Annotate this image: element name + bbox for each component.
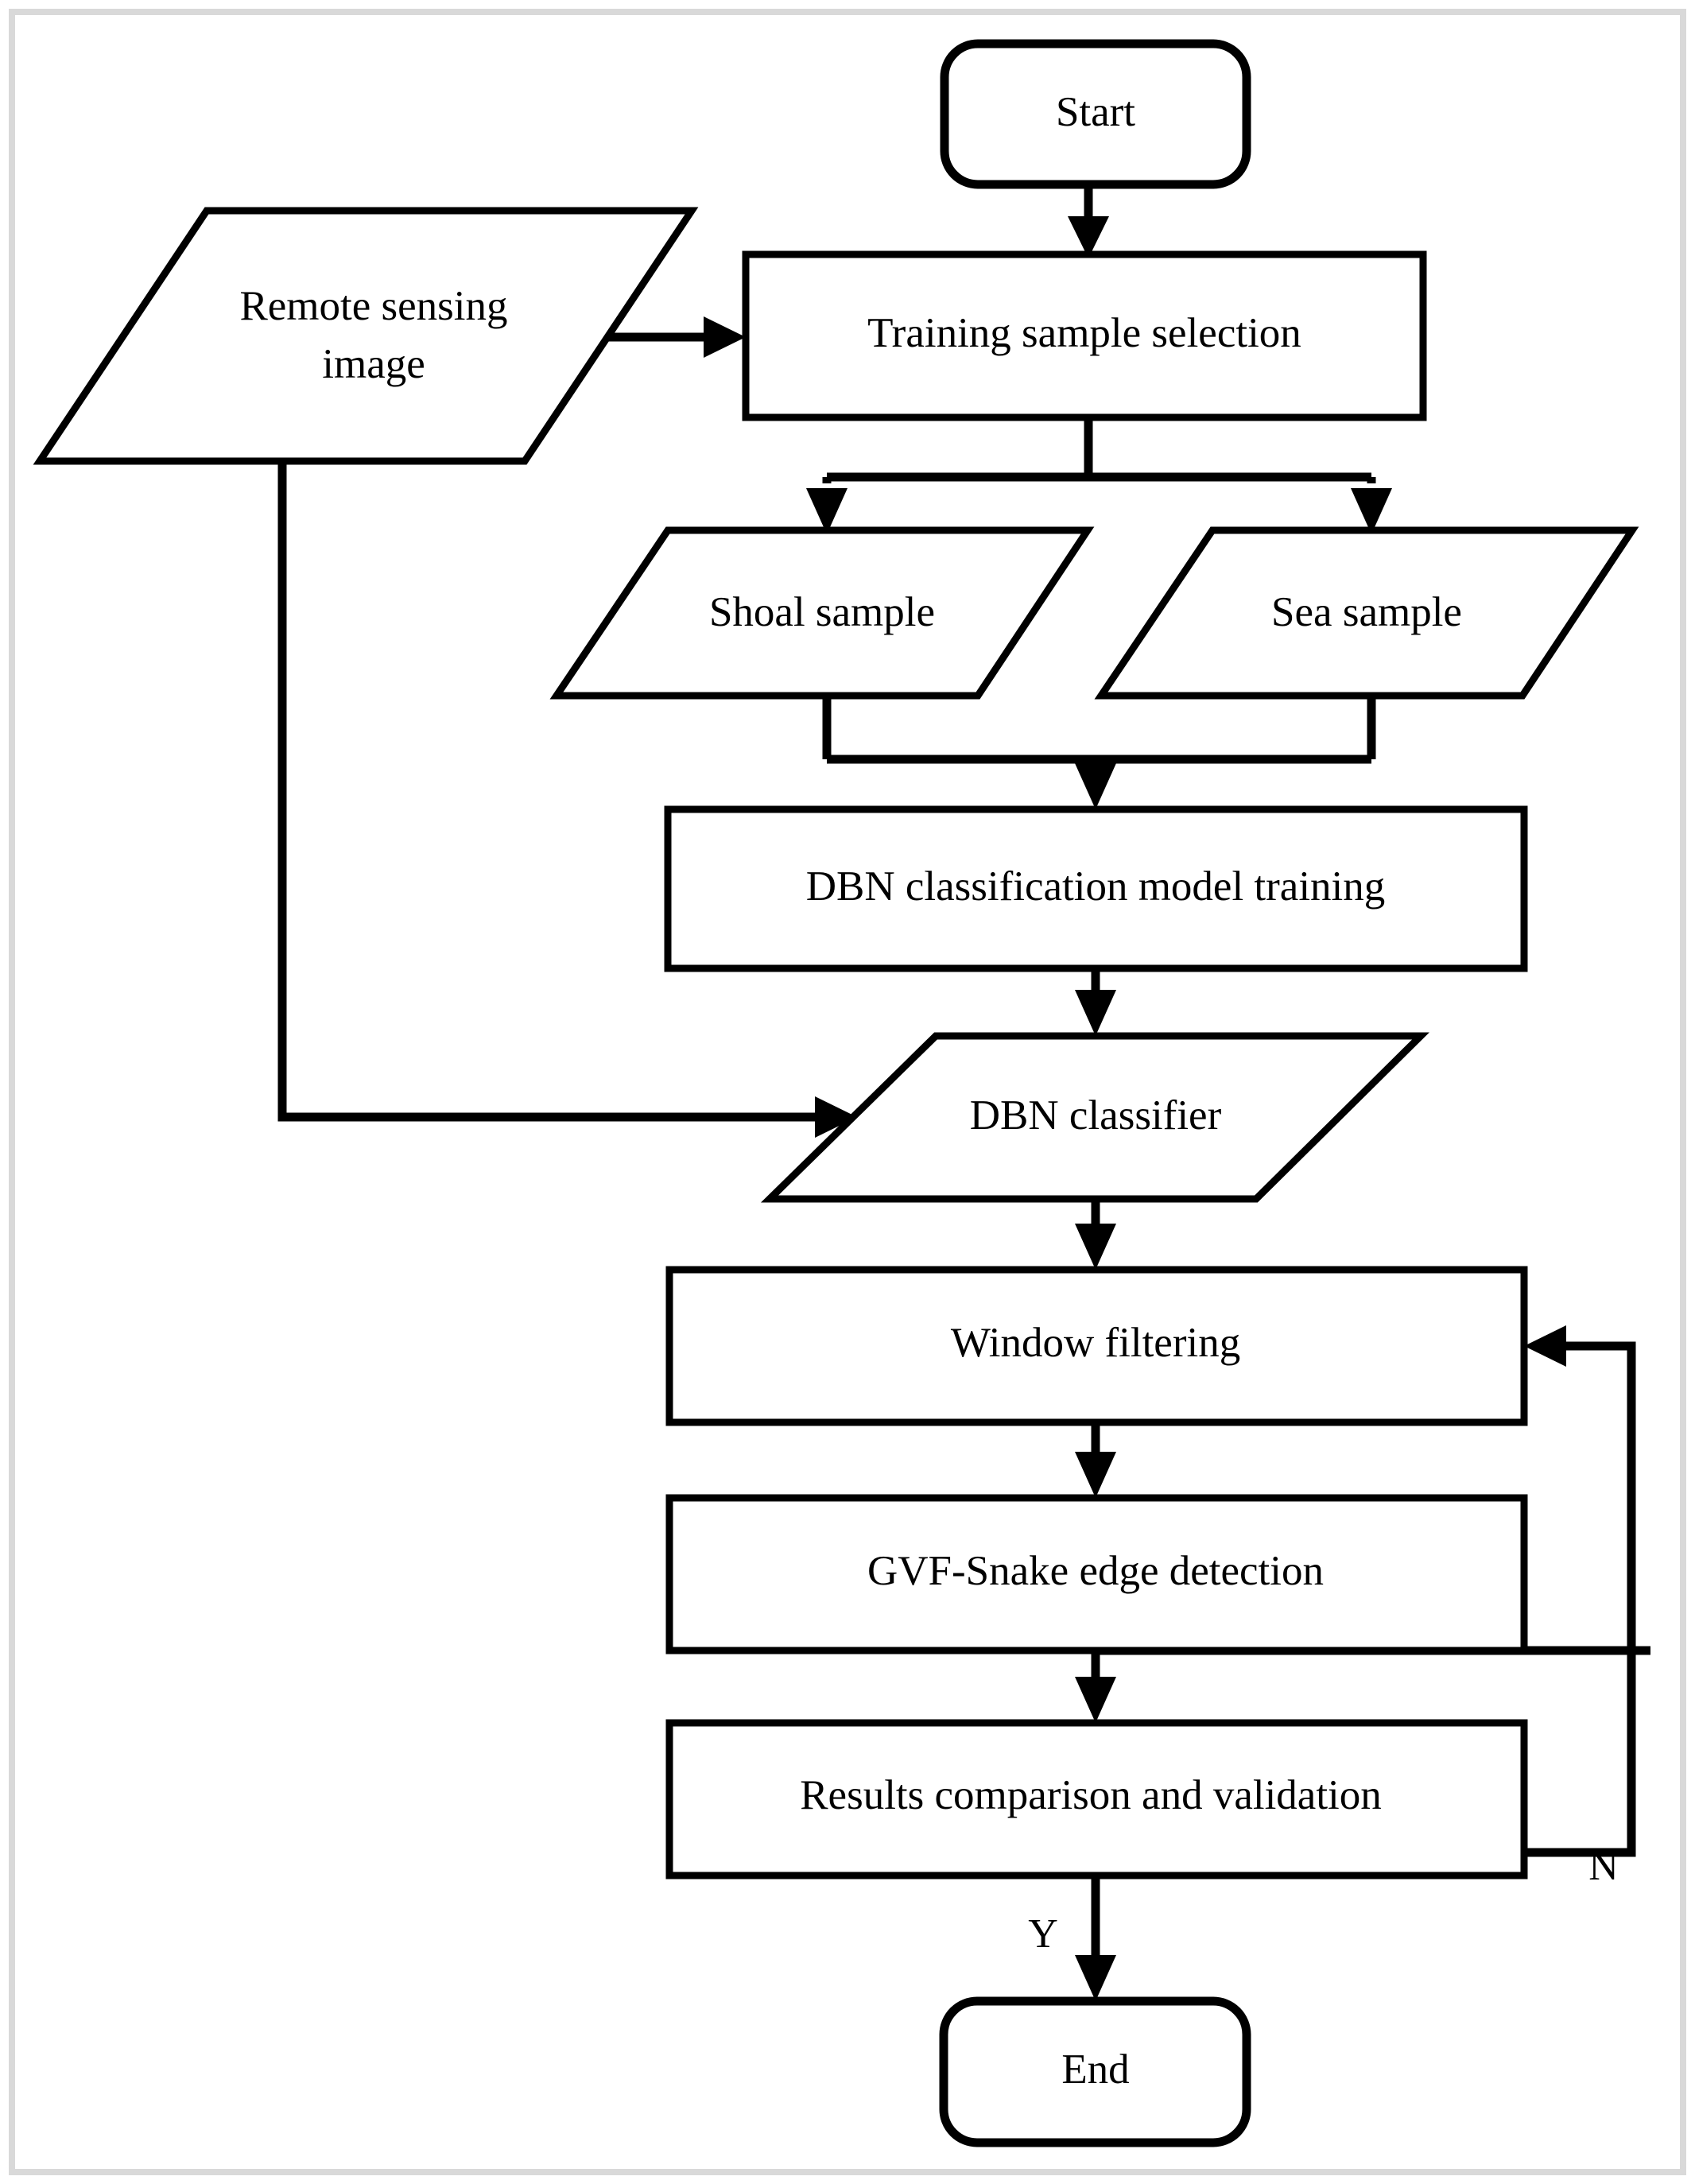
node-window-filtering[interactable]: Window filtering: [665, 1266, 1528, 1426]
end-shape: [939, 1996, 1251, 2147]
sea-sample-shape: [1094, 526, 1639, 700]
training-sample-selection-shape: [742, 250, 1427, 421]
dbn-classification-model-training-shape: [664, 805, 1528, 972]
window-filtering-label: Window filtering: [951, 1320, 1240, 1366]
training-sample-selection-label: Training sample selection: [867, 310, 1301, 356]
edge-label-yes: Y: [1028, 1911, 1058, 1957]
edge-image-to-classifier: [277, 461, 857, 1138]
edge-gvf-to-results: [1075, 1646, 1650, 1723]
edge-results-to-end: [1075, 1876, 1116, 2001]
dbn-classifier-shape: [760, 1032, 1429, 1203]
start-label: Start: [1056, 89, 1135, 135]
window-filtering-shape: [665, 1266, 1528, 1426]
start-shape: [940, 39, 1251, 189]
edge-training-split: [806, 417, 1392, 534]
gvf-snake-edge-detection-shape: [665, 1494, 1528, 1654]
end-label: End: [1061, 2046, 1129, 2093]
edge-image-to-training: [595, 316, 746, 358]
shoal-sample-label: Shoal sample: [709, 589, 935, 635]
sea-sample-label: Sea sample: [1271, 589, 1462, 635]
dbn-classifier-label: DBN classifier: [970, 1092, 1222, 1139]
edge-samples-merge: [822, 693, 1376, 809]
node-dbn-classifier[interactable]: DBN classifier: [760, 1032, 1429, 1203]
gvf-snake-edge-detection-label: GVF-Snake edge detection: [867, 1548, 1324, 1594]
node-gvf-snake-edge-detection[interactable]: GVF-Snake edge detection: [665, 1494, 1528, 1654]
remote-sensing-image-shape: [33, 207, 699, 465]
node-start[interactable]: Start: [940, 39, 1251, 189]
node-remote-sensing-image[interactable]: Remote sensing image: [33, 207, 699, 465]
node-results-comparison-and-validation[interactable]: Results comparison and validation: [665, 1719, 1528, 1879]
results-comparison-and-validation-shape: [665, 1719, 1528, 1879]
node-training-sample-selection[interactable]: Training sample selection: [742, 250, 1427, 421]
remote-sensing-image-label-line2: image: [322, 341, 425, 387]
shoal-sample-shape: [549, 526, 1095, 700]
edge-start-to-training: [1068, 184, 1109, 258]
edge-classifier-to-window: [1075, 1199, 1116, 1270]
node-dbn-classification-model-training[interactable]: DBN classification model training: [664, 805, 1528, 972]
edge-label-no: N: [1588, 1844, 1619, 1889]
edge-window-to-gvf: [1075, 1422, 1116, 1498]
node-end[interactable]: End: [939, 1996, 1251, 2147]
node-shoal-sample[interactable]: Shoal sample: [549, 526, 1095, 700]
edge-results-to-window-feedback: [1524, 1325, 1636, 1857]
dbn-classification-model-training-label: DBN classification model training: [806, 863, 1386, 910]
node-sea-sample[interactable]: Sea sample: [1094, 526, 1639, 700]
remote-sensing-image-label-line1: Remote sensing: [239, 283, 507, 329]
edge-training-to-classifier: [1075, 968, 1116, 1036]
results-comparison-and-validation-label: Results comparison and validation: [800, 1772, 1382, 1818]
